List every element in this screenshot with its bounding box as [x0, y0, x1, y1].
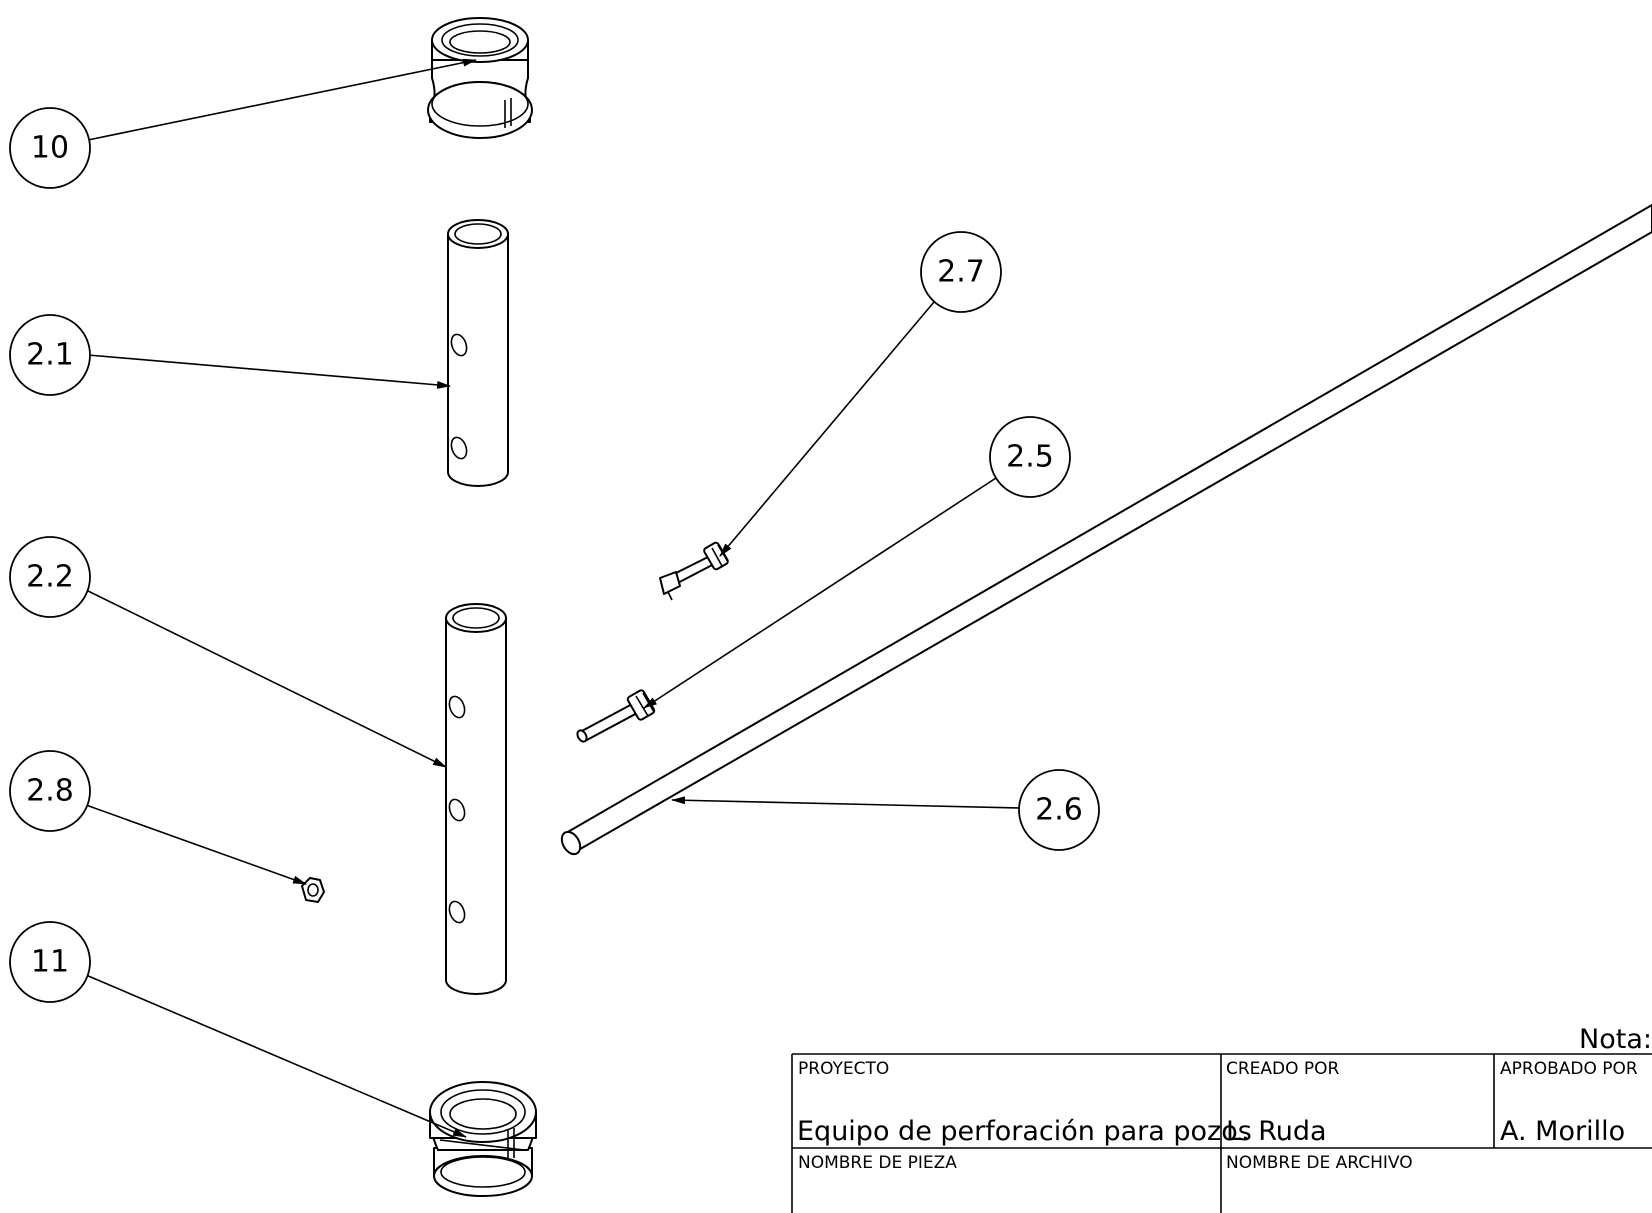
approved-by-value: A. Morillo — [1500, 1116, 1625, 1147]
leader-lines — [85, 58, 1021, 1138]
part-name-label: NOMBRE DE PIEZA — [798, 1153, 957, 1173]
balloon-2-5: 2.5 — [989, 416, 1071, 498]
svg-text:2.6: 2.6 — [1035, 793, 1083, 828]
svg-text:11: 11 — [31, 945, 69, 980]
svg-text:2.7: 2.7 — [937, 255, 985, 290]
leader-2-6 — [671, 796, 1021, 809]
part-11-reducer-coupling — [429, 1081, 537, 1197]
leader-2-7 — [719, 301, 935, 557]
leader-2-2 — [85, 589, 447, 768]
part-2-1-pipe — [447, 219, 509, 487]
created-by-value: L. Ruda — [1226, 1116, 1327, 1147]
leader-2-5 — [643, 477, 997, 709]
svg-text:2.1: 2.1 — [26, 338, 74, 373]
project-label: PROYECTO — [798, 1059, 889, 1079]
balloon-2-7: 2.7 — [920, 231, 1002, 313]
project-value: Equipo de perforación para pozos — [797, 1116, 1252, 1147]
note-label: Nota: — [1579, 1024, 1652, 1055]
file-name-label: NOMBRE DE ARCHIVO — [1226, 1153, 1413, 1173]
title-block: Nota: PROYECTO Equipo de perforación par… — [791, 1024, 1652, 1213]
part-2-7-bolt — [659, 541, 729, 601]
svg-text:10: 10 — [31, 131, 69, 166]
balloon-10: 10 — [9, 107, 91, 189]
part-2-8-nut — [301, 877, 325, 903]
balloon-2-1: 2.1 — [9, 314, 91, 396]
balloon-11: 11 — [9, 921, 91, 1003]
leader-2-1 — [87, 354, 451, 389]
balloon-2-2: 2.2 — [9, 536, 91, 618]
leader-10 — [87, 58, 477, 141]
part-2-5-bolt — [576, 689, 656, 743]
balloon-2-6: 2.6 — [1018, 769, 1100, 851]
part-10-reducer-coupling — [427, 17, 533, 139]
balloon-2-8: 2.8 — [9, 750, 91, 832]
part-2-6-rod — [560, 204, 1652, 856]
leader-11 — [85, 974, 467, 1138]
approved-by-label: APROBADO POR — [1500, 1059, 1638, 1079]
svg-text:2.8: 2.8 — [26, 774, 74, 809]
leader-2-8 — [85, 804, 307, 885]
created-by-label: CREADO POR — [1226, 1059, 1340, 1079]
svg-text:2.2: 2.2 — [26, 560, 74, 595]
svg-text:2.5: 2.5 — [1006, 440, 1054, 475]
part-2-2-pipe — [445, 603, 507, 995]
